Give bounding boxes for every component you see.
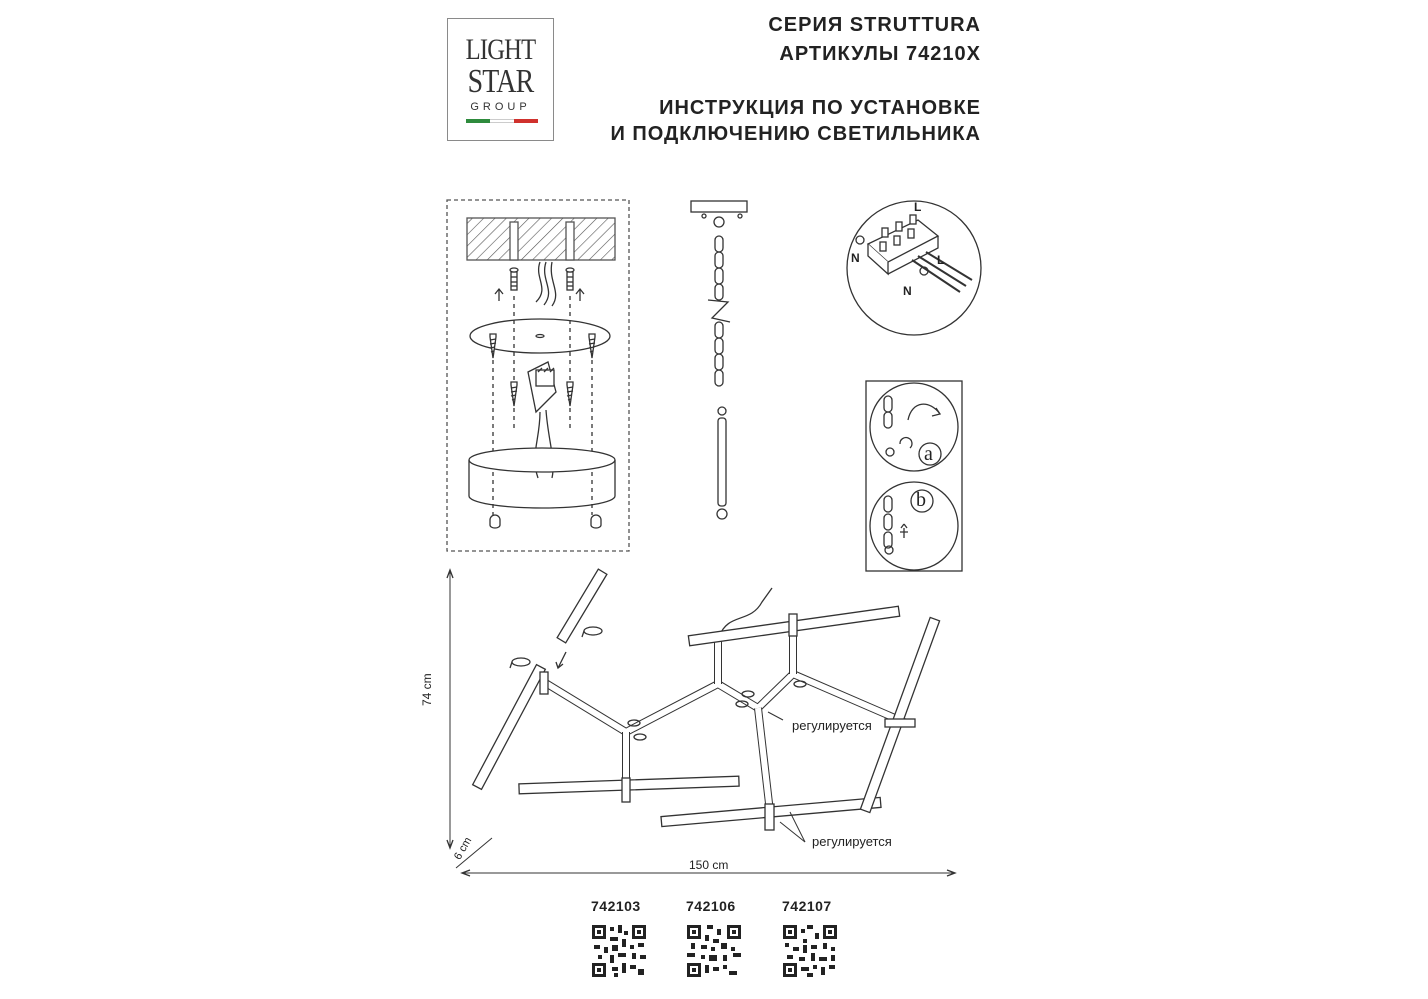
qr-code-742107 [783, 925, 837, 977]
adjustable-label-upper: регулируется [792, 718, 872, 733]
logo-text-star: STAR [467, 63, 535, 100]
wiring-diagram [846, 200, 982, 336]
wire-label-n-bottom: N [903, 284, 912, 298]
italian-flag-stripe [466, 119, 538, 123]
suspension-chain-diagram [690, 200, 748, 520]
qr-code-742103 [591, 924, 647, 978]
step-a-label: a [924, 443, 933, 465]
qr-codes [591, 924, 837, 978]
instruction-title-line2: И ПОДКЛЮЧЕНИЮ СВЕТИЛЬНИКА [610, 123, 981, 145]
ceiling-mount-diagram [446, 199, 630, 552]
step-b-label: b [916, 489, 926, 511]
logo-text-light: LIGHT [465, 33, 537, 66]
width-dimension: 150 cm [689, 858, 729, 872]
adjustable-label-lower: регулируется [812, 834, 892, 849]
height-dimension: 74 cm [420, 673, 434, 706]
instruction-title-line1: ИНСТРУКЦИЯ ПО УСТАНОВКЕ [659, 97, 981, 119]
series-title: СЕРИЯ STRUTTURA [768, 14, 981, 36]
qr-code-742106 [687, 925, 741, 977]
chain-connection-steps [865, 380, 963, 572]
article-number: 742106 [686, 898, 736, 914]
wire-label-l-top: L [914, 200, 922, 214]
brand-logo: LIGHT STAR GROUP [447, 18, 554, 141]
article-number: 742107 [782, 898, 832, 914]
article-number: 742103 [591, 898, 641, 914]
wire-label-l-bottom: L [937, 253, 945, 267]
logo-text-group: GROUP [470, 101, 531, 113]
articles-title: АРТИКУЛЫ 74210X [779, 43, 981, 65]
chandelier-dimension-drawing [446, 568, 957, 877]
wire-label-n-top: N [851, 251, 860, 265]
